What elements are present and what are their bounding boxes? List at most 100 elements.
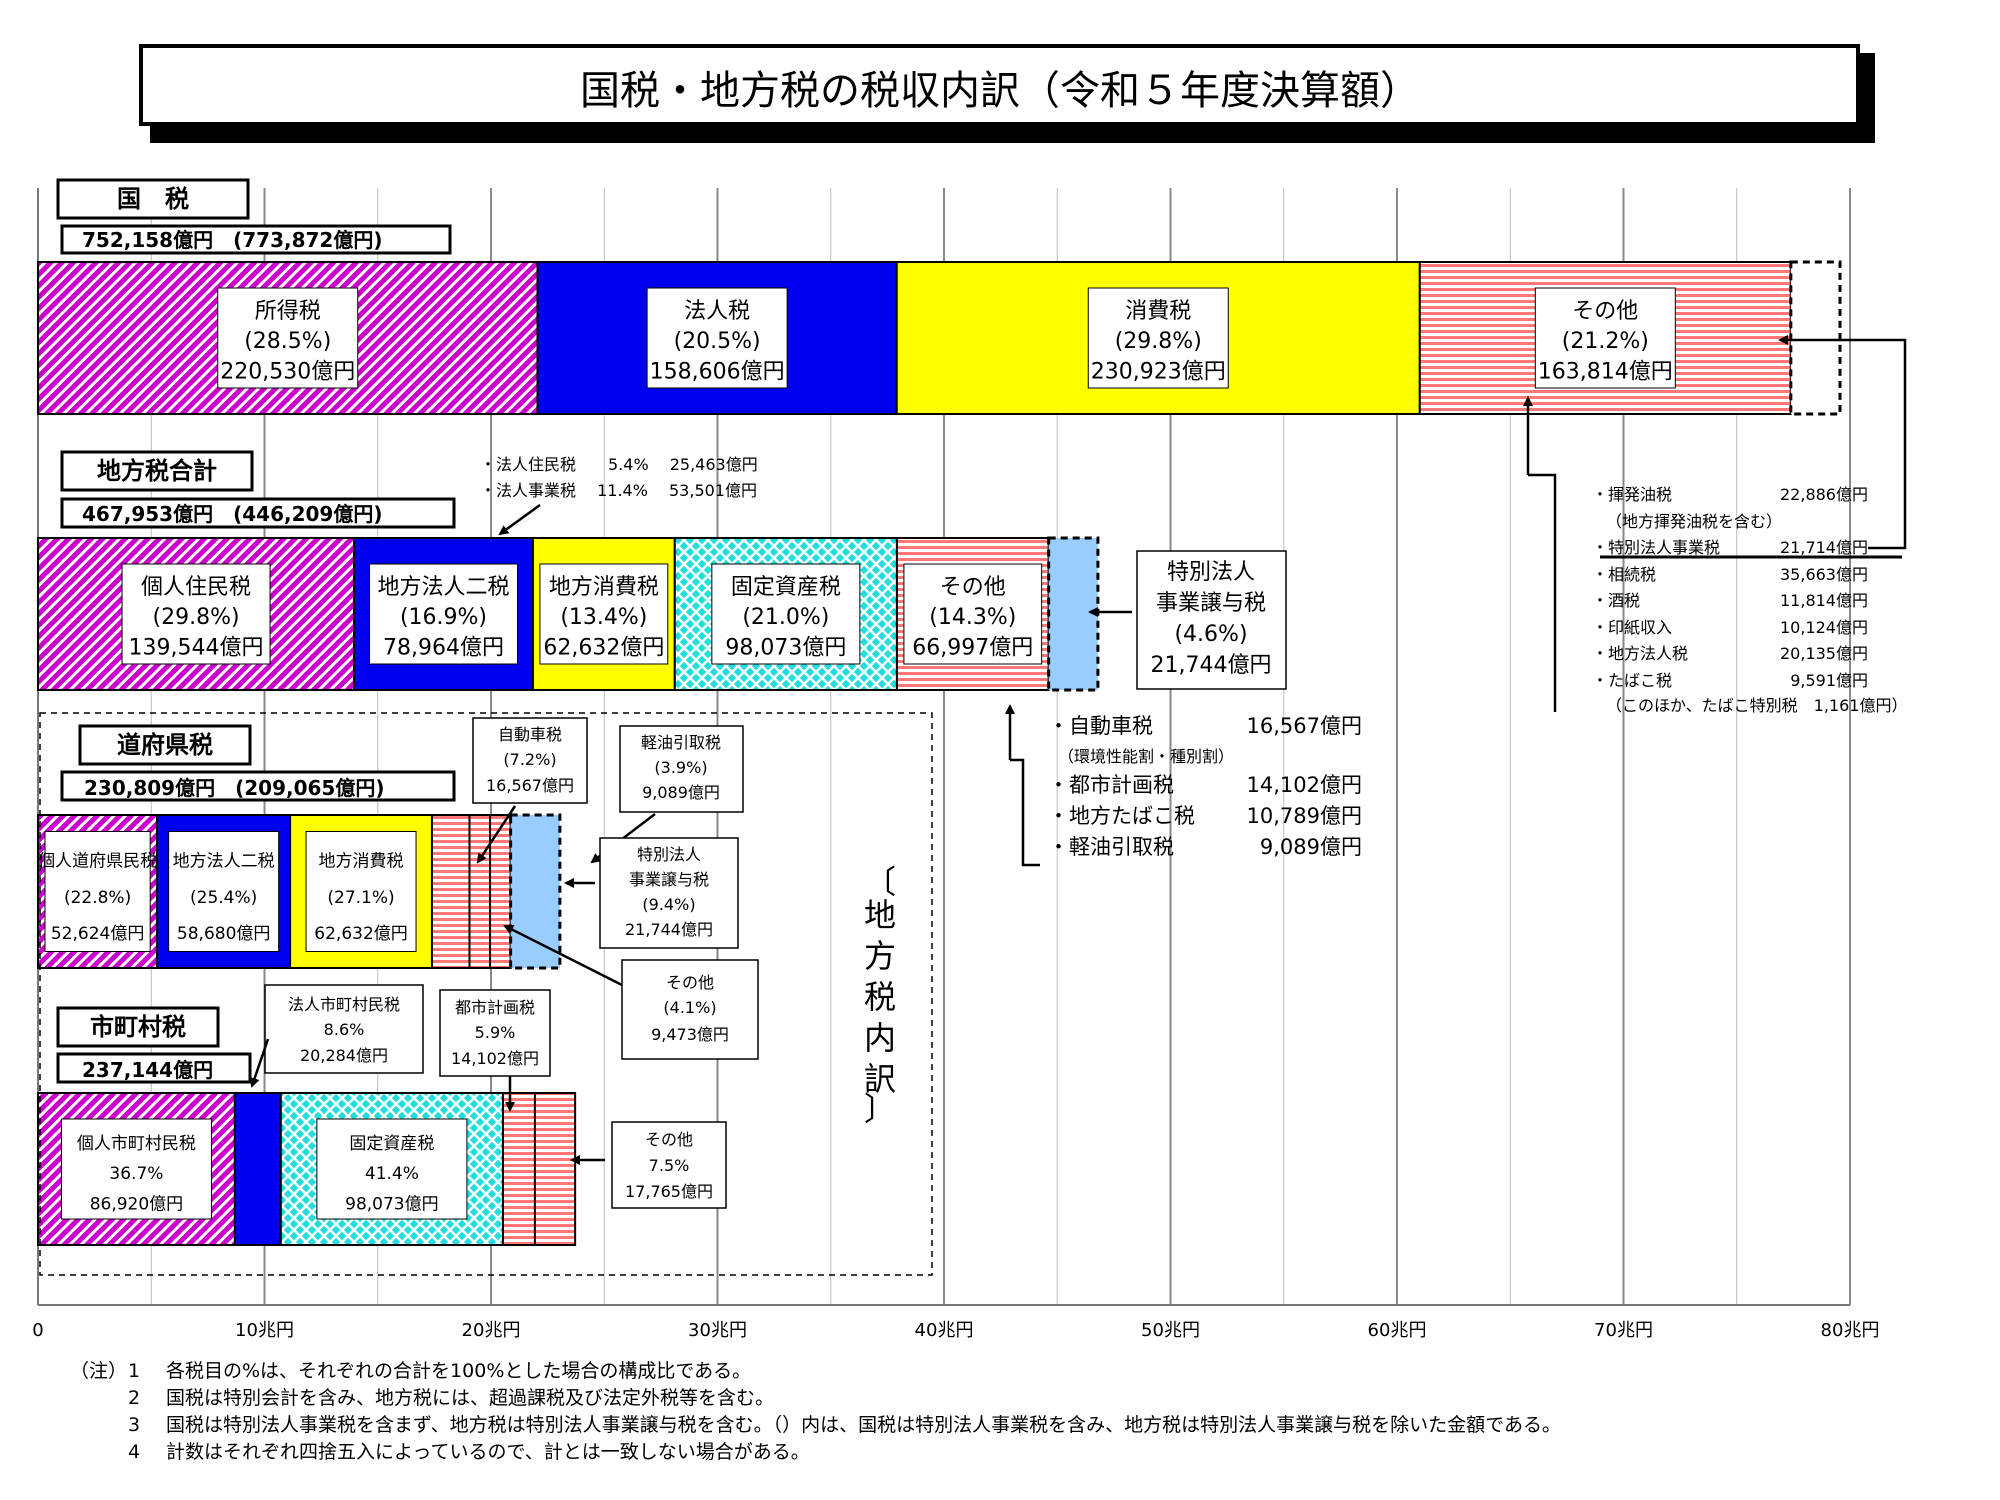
svg-text:10,124億円: 10,124億円: [1780, 618, 1868, 637]
svg-text:20,135億円: 20,135億円: [1780, 644, 1868, 663]
bar-labels: 所得税(28.5%)220,530億円法人税(20.5%)158,606億円消費…: [38, 287, 1676, 1220]
svg-text:・揮発油税: ・揮発油税: [1592, 485, 1672, 504]
svg-text:・印紙収入: ・印紙収入: [1592, 618, 1672, 637]
annotation-muni-cityplan: 都市計画税 5.9% 14,102億円: [439, 989, 551, 1112]
svg-text:（環境性能割・種別割）: （環境性能割・種別割）: [1058, 747, 1234, 766]
bar-label-box: [60, 1118, 212, 1220]
svg-text:14,102億円: 14,102億円: [451, 1049, 539, 1068]
svg-text:21,744億円: 21,744億円: [1151, 653, 1272, 678]
bar-label: 個人住民税: [141, 575, 251, 600]
bar-label: 230,923億円: [1091, 359, 1226, 384]
svg-text:その他: その他: [666, 973, 714, 992]
svg-text:〔: 〔: [864, 863, 896, 901]
svg-text:9,473億円: 9,473億円: [651, 1025, 729, 1044]
bar-label: 地方消費税: [319, 851, 404, 871]
x-tick-label: 50兆円: [1141, 1320, 1200, 1341]
x-tick-label: 70兆円: [1594, 1320, 1653, 1341]
bar-label: 158,606億円: [650, 359, 785, 384]
svg-text:・酒税: ・酒税: [1592, 591, 1640, 610]
svg-text:特別法人: 特別法人: [1167, 560, 1255, 585]
svg-text:・相続税: ・相続税: [1592, 565, 1656, 584]
group-label-kokuzei: 国 税: [117, 185, 189, 213]
svg-text:(4.1%): (4.1%): [663, 998, 716, 1017]
group-total-kokuzei: 752,158億円 (773,872億円): [82, 228, 382, 252]
bar-label: (21.2%): [1562, 329, 1649, 354]
bar-label: 41.4%: [365, 1164, 419, 1184]
bar-label-box: [44, 831, 151, 952]
bar-label: (14.3%): [929, 605, 1016, 630]
footnote-row: （注） 1 各税目の%は、それぞれの合計を100%とした場合の構成比である。: [70, 1358, 1970, 1385]
bar-segment: [233, 1092, 282, 1246]
bar-segment: [430, 814, 512, 969]
svg-text:・地方法人税: ・地方法人税: [1592, 644, 1688, 663]
bar-label-box: [1534, 287, 1676, 389]
group-total-chihozei: 467,953億円 (446,209億円): [82, 502, 382, 526]
bar-segment: [1047, 536, 1100, 692]
bar-label-box: [305, 831, 417, 952]
bar-label: 個人道府県民税: [38, 851, 157, 871]
bar-label-box: [121, 563, 271, 665]
svg-text:内: 内: [864, 1019, 896, 1057]
footnote-text: 国税は特別法人事業税を含まず、地方税は特別法人事業譲与税を含む。（）内は、国税は…: [166, 1414, 1561, 1436]
svg-text:事業譲与税: 事業譲与税: [1156, 591, 1266, 616]
bar-label: 163,814億円: [1538, 359, 1673, 384]
bar-label: 62,632億円: [543, 635, 664, 660]
x-tick-label: 80兆円: [1821, 1320, 1880, 1341]
group-header-shichoson: 市町村税 237,144億円: [56, 1006, 252, 1084]
bar-label: 98,073億円: [725, 635, 846, 660]
svg-text:9,591億円: 9,591億円: [1790, 671, 1868, 690]
svg-text:(4.6%): (4.6%): [1174, 622, 1247, 647]
svg-text:自動車税: 自動車税: [498, 725, 562, 744]
bar-label: 66,997億円: [912, 635, 1033, 660]
x-tick-label: 20兆円: [462, 1320, 521, 1341]
footnote-row: 3 国税は特別法人事業税を含まず、地方税は特別法人事業譲与税を含む。（）内は、国…: [70, 1412, 1970, 1439]
svg-text:9,089億円: 9,089億円: [1260, 835, 1362, 859]
annotation-muni-corp: 法人市町村民税 8.6% 20,284億円: [249, 984, 424, 1088]
svg-text:20,284億円: 20,284億円: [300, 1046, 388, 1065]
svg-text:法人市町村民税: 法人市町村民税: [288, 995, 400, 1014]
x-tick-label: 60兆円: [1368, 1320, 1427, 1341]
svg-text:特別法人: 特別法人: [637, 845, 701, 864]
svg-text:・地方たばこ税: ・地方たばこ税: [1048, 804, 1195, 828]
bar-label: 所得税: [255, 299, 321, 324]
bar-label-box: [168, 831, 280, 952]
annotation-pref-other: その他 (4.1%) 9,473億円: [503, 924, 759, 1060]
group-header-kokuzei: 国 税 752,158億円 (773,872億円): [56, 178, 452, 255]
bar-label: 139,544億円: [129, 635, 264, 660]
group-label-dofuken: 道府県税: [117, 731, 213, 759]
svg-text:21,744億円: 21,744億円: [625, 920, 713, 939]
bar-label-box: [539, 563, 669, 665]
bar-label-box: [316, 1118, 468, 1220]
svg-text:・特別法人事業税: ・特別法人事業税: [1592, 538, 1720, 557]
svg-text:訳: 訳: [864, 1060, 896, 1098]
group-label-chihozei: 地方税合計: [97, 457, 217, 485]
bar-label: (20.5%): [674, 329, 761, 354]
svg-text:(9.4%): (9.4%): [642, 895, 695, 914]
svg-text:・自動車税: ・自動車税: [1048, 714, 1153, 738]
bar-label: 固定資産税: [731, 575, 841, 600]
group-header-chihozei: 地方税合計 467,953億円 (446,209億円): [60, 450, 456, 529]
svg-text:税: 税: [864, 978, 896, 1016]
svg-text:14,102億円: 14,102億円: [1247, 773, 1362, 797]
annotation-pref-diesel: 軽油引取税 (3.9%) 9,089億円: [590, 725, 744, 864]
footnotes: （注） 1 各税目の%は、それぞれの合計を100%とした場合の構成比である。 2…: [70, 1358, 1970, 1466]
bar-label: (28.5%): [244, 329, 331, 354]
annotation-pref-special: 特別法人 事業譲与税 (9.4%) 21,744億円: [564, 837, 739, 949]
bar-label: 36.7%: [109, 1164, 163, 1184]
x-tick-label: 40兆円: [915, 1320, 974, 1341]
page-title: 国税・地方税の税収内訳（令和５年度決算額）: [580, 68, 1420, 114]
svg-text:10,789億円: 10,789億円: [1247, 804, 1362, 828]
bar-label-box: [1087, 287, 1229, 389]
svg-text:軽油引取税: 軽油引取税: [641, 733, 721, 752]
svg-text:地: 地: [864, 896, 896, 934]
bar-label: 58,680億円: [177, 924, 270, 944]
svg-text:17,765億円: 17,765億円: [625, 1182, 713, 1201]
bar-label: 52,624億円: [51, 924, 144, 944]
svg-text:・たばこ税: ・たばこ税: [1592, 671, 1672, 690]
svg-text:・法人事業税 11.4% 53,501億円: ・法人事業税 11.4% 53,501億円: [480, 481, 757, 500]
group-total-shichoson: 237,144億円: [82, 1058, 213, 1082]
bar-label: (27.1%): [327, 888, 394, 908]
bar-label: 消費税: [1125, 299, 1191, 324]
footnote-text: 計数はそれぞれ四捨五入によっているので、計とは一致しない場合がある。: [166, 1441, 810, 1463]
